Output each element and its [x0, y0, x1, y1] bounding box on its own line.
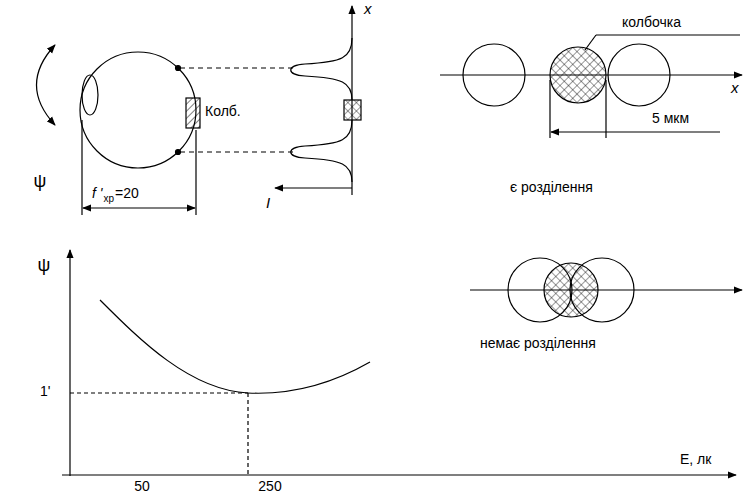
projection-line [180, 151, 295, 152]
label: 250 [258, 479, 281, 494]
e-axis [62, 474, 736, 475]
label: є розділення [510, 180, 593, 195]
label: колбочка [622, 15, 681, 30]
dimension-line [551, 131, 720, 132]
cone-cell [550, 47, 606, 103]
intensity-peak [291, 120, 352, 182]
extension-line [81, 120, 82, 215]
intensity-peak [291, 38, 352, 100]
label: 5 мкм [652, 111, 689, 126]
extension-line [605, 80, 606, 138]
guide-line [70, 392, 248, 393]
extension-line [195, 130, 196, 215]
label: f ' [92, 186, 102, 201]
label: E, лк [680, 452, 711, 467]
i-axis [275, 187, 352, 188]
guide-line [247, 393, 248, 475]
label: x [731, 80, 739, 97]
image-spot [463, 44, 525, 106]
leader-line [596, 34, 740, 35]
label: =20 [115, 186, 139, 201]
label: хр [103, 193, 114, 204]
x-axis [470, 289, 742, 290]
label: 1' [40, 384, 50, 399]
image-spot [608, 44, 670, 106]
eye-lens [82, 75, 98, 115]
label: немає розділення [480, 336, 596, 351]
leader-line [585, 35, 596, 50]
retina-dot [176, 66, 181, 71]
psi-axis [69, 250, 70, 476]
label: Колб. [205, 104, 241, 119]
cone-cell [344, 100, 361, 120]
dimension-line [83, 207, 195, 208]
label: I [266, 195, 270, 212]
extension-line [549, 80, 550, 138]
projection-line [180, 67, 295, 68]
label: ψ [34, 172, 47, 192]
eye-ball [80, 52, 196, 168]
acuity-curve [100, 300, 370, 393]
label: ψ [38, 256, 51, 276]
label: 50 [134, 479, 150, 494]
cone-cell [544, 263, 598, 317]
cone-cell [186, 98, 200, 128]
label: x [364, 1, 372, 18]
retina-dot [176, 150, 181, 155]
rotation-arc [37, 45, 56, 125]
